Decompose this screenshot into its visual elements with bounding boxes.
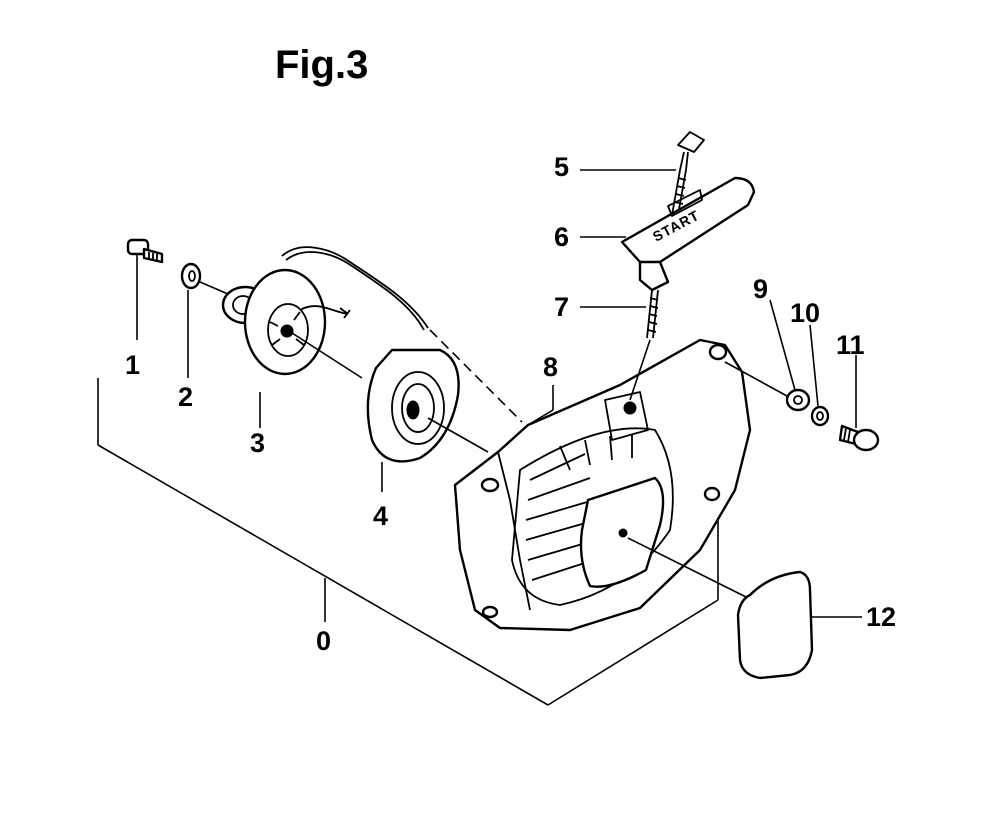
callout-4: 4: [373, 501, 388, 531]
callout-9: 9: [753, 274, 768, 304]
part-10-spring-washer: [809, 324, 830, 427]
callout-12: 12: [866, 602, 896, 632]
assembly-bracket: [97, 378, 719, 706]
callout-1: 1: [125, 350, 140, 380]
part-4-recoil-spring: [366, 348, 489, 492]
part-9-washer: [724, 299, 811, 412]
callout-7: 7: [554, 292, 569, 322]
figure-title: Fig.3: [275, 43, 368, 87]
part-2-washer: [180, 262, 229, 378]
part-7-rope: [580, 289, 659, 401]
callout-3: 3: [250, 428, 265, 458]
callout-2: 2: [178, 382, 193, 412]
part-11-bolt: [838, 355, 880, 452]
part-6-starter-handle: START: [580, 176, 756, 292]
part-3-rope-reel: [221, 246, 429, 428]
part-5-rope-knot: [580, 131, 705, 216]
part-12-cover-plate: [736, 570, 862, 680]
rope-leader-line: [429, 329, 523, 423]
callout-10: 10: [790, 298, 820, 328]
part-1-screw: [126, 238, 164, 340]
callout-11: 11: [836, 330, 865, 360]
callout-6: 6: [554, 222, 569, 252]
callout-8: 8: [543, 352, 558, 382]
callout-5: 5: [554, 152, 569, 182]
part-8-starter-housing: [453, 338, 752, 632]
callout-0: 0: [316, 626, 331, 656]
